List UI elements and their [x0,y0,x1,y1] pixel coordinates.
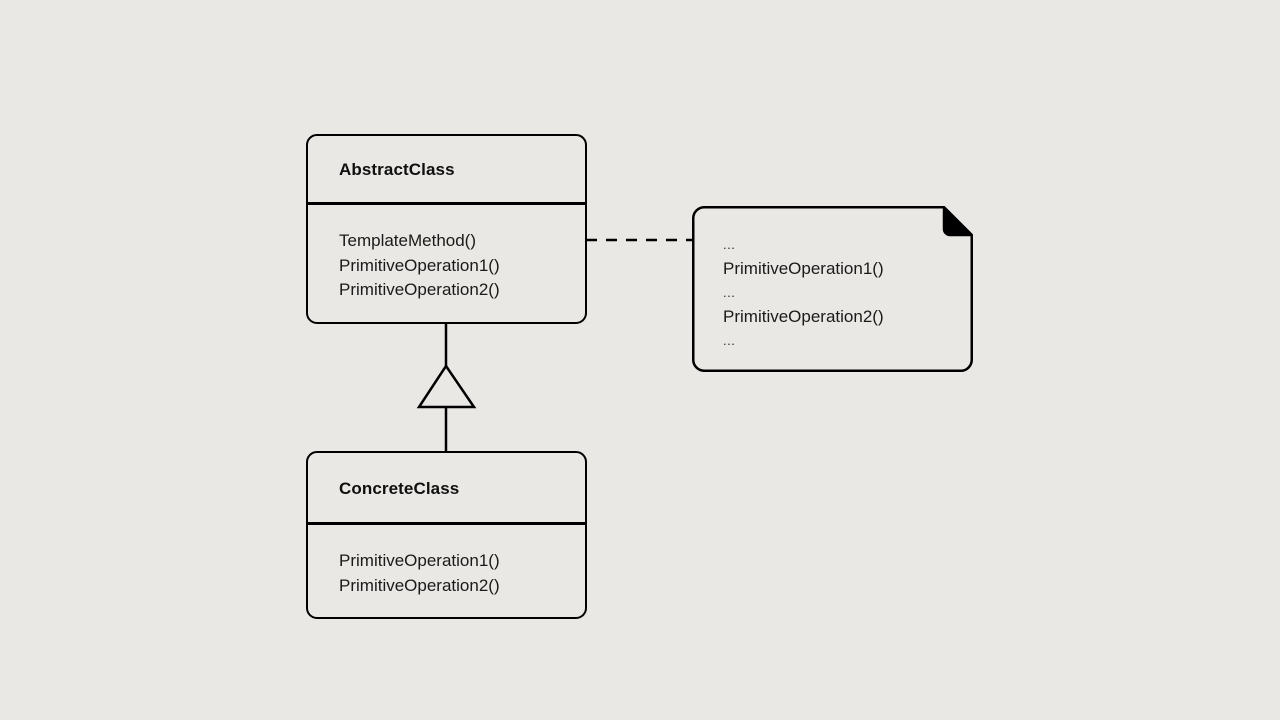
concrete-class-operations: PrimitiveOperation1() PrimitiveOperation… [339,549,500,598]
note-line: ... [723,237,736,252]
abstract-class-name: AbstractClass [339,160,455,179]
note-text-block: ... PrimitiveOperation1() ... PrimitiveO… [723,233,884,353]
note-folded-corner-icon [942,206,973,237]
note-shape [692,206,973,372]
concrete-class-name: ConcreteClass [339,479,460,498]
abstract-class-operations: TemplateMethod() PrimitiveOperation1() P… [339,229,500,303]
note-outline [692,206,973,372]
note-line: PrimitiveOperation2() [723,307,884,326]
operation-item: PrimitiveOperation1() [339,255,500,275]
operation-item: PrimitiveOperation2() [339,280,500,300]
note-line: PrimitiveOperation1() [723,259,884,278]
operation-item: PrimitiveOperation2() [339,575,500,595]
abstract-class-node[interactable]: AbstractClass TemplateMethod() Primitive… [306,134,587,324]
concrete-class-node[interactable]: ConcreteClass PrimitiveOperation1() Prim… [306,451,587,619]
operation-item: TemplateMethod() [339,231,477,250]
operation-item: PrimitiveOperation1() [339,551,500,570]
note-line: ... [723,333,736,348]
generalization-hollow-triangle [416,363,477,409]
abstract-class-compartment-divider [308,202,585,205]
note-line: ... [723,285,736,300]
concrete-class-compartment-divider [308,522,585,525]
note-node[interactable]: ... PrimitiveOperation1() ... PrimitiveO… [692,206,973,372]
